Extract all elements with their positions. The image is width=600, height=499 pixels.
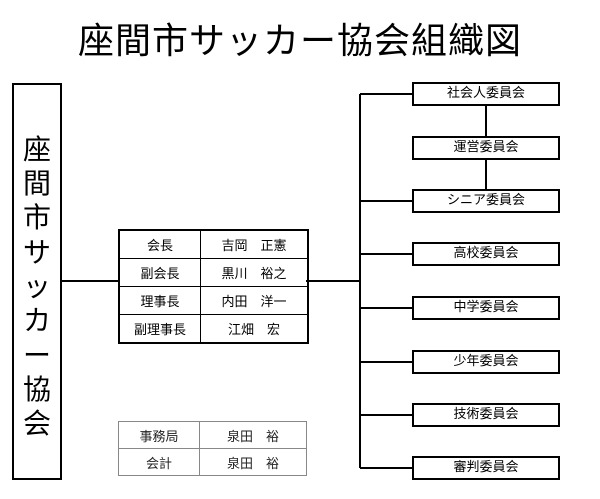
table-row: 事務局 泉田 裕 (118, 421, 307, 449)
office-name: 泉田 裕 (199, 448, 307, 476)
committee-box-chuugaku: 中学委員会 (412, 296, 560, 320)
chart-title: 座間市サッカー協会組織図 (77, 21, 522, 62)
officer-name: 吉岡 正憲 (200, 229, 309, 259)
association-char: ー (22, 339, 51, 372)
committee-box-koukou: 高校委員会 (412, 242, 560, 266)
committee-box-unei: 運営委員会 (412, 136, 560, 160)
association-char: サ (22, 236, 51, 269)
committee-box-shakaijin: 社会人委員会 (412, 82, 560, 106)
committee-box-senior: シニア委員会 (412, 189, 560, 213)
office-role: 事務局 (118, 421, 200, 449)
association-char: 協 (22, 373, 51, 406)
officer-role: 会長 (118, 229, 201, 259)
officers-table: 会長 吉岡 正憲 副会長 黒川 裕之 理事長 内田 洋一 副理事長 江畑 宏 (118, 229, 309, 344)
association-char: 市 (22, 201, 51, 234)
officer-role: 副理事長 (118, 314, 201, 344)
committee-box-shinpan: 審判委員会 (412, 456, 560, 480)
office-name: 泉田 裕 (199, 421, 307, 449)
officer-role: 理事長 (118, 286, 201, 315)
table-row: 会長 吉岡 正憲 (118, 229, 309, 259)
table-row: 副理事長 江畑 宏 (118, 314, 309, 344)
committee-box-gijutsu: 技術委員会 (412, 403, 560, 427)
table-row: 会計 泉田 裕 (118, 448, 307, 476)
office-role: 会計 (118, 448, 200, 476)
association-char: 会 (22, 407, 51, 440)
committee-box-shounen: 少年委員会 (412, 350, 560, 374)
officer-name: 黒川 裕之 (200, 258, 309, 287)
office-table: 事務局 泉田 裕 会計 泉田 裕 (118, 421, 307, 476)
table-row: 副会長 黒川 裕之 (118, 258, 309, 287)
association-char: ッ (22, 270, 51, 303)
officer-name: 江畑 宏 (200, 314, 309, 344)
association-char: カ (22, 304, 51, 337)
table-row: 理事長 内田 洋一 (118, 286, 309, 315)
officer-role: 副会長 (118, 258, 201, 287)
association-char: 間 (22, 167, 51, 200)
officer-name: 内田 洋一 (200, 286, 309, 315)
association-char: 座 (22, 133, 51, 166)
association-box: 座 間 市 サ ッ カ ー 協 会 (12, 83, 62, 480)
